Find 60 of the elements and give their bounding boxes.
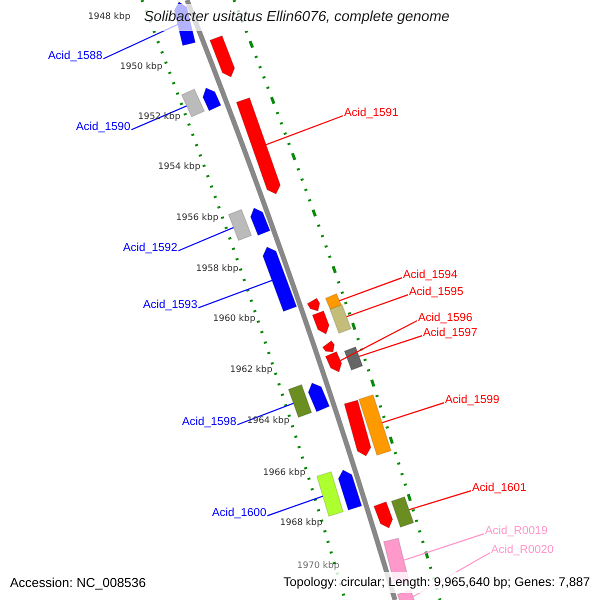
- gene-feature: [202, 87, 222, 112]
- gene-label: Acid_1592: [123, 243, 178, 254]
- gene-feature: [236, 97, 281, 195]
- gene-bar: [316, 471, 344, 517]
- leader-line: [339, 277, 402, 302]
- gene-feature: [209, 35, 236, 78]
- gene-bar: [390, 496, 414, 528]
- gene-label: Acid_1588: [48, 51, 102, 62]
- leader-line: [382, 402, 444, 424]
- gene-feature: [262, 246, 298, 312]
- gene-feature: [373, 501, 394, 529]
- scale-label: 1962 kbp: [230, 366, 272, 375]
- gene-label: Acid_R0019: [485, 526, 548, 538]
- gene-feature: [306, 298, 320, 312]
- scale-label: 1966 kbp: [263, 469, 306, 478]
- scale-label: 1960 kbp: [213, 315, 256, 324]
- gene-feature: [344, 399, 372, 457]
- gene-bar: [358, 394, 392, 456]
- gene-label: Acid_1601: [472, 483, 526, 494]
- leader-line: [404, 533, 484, 561]
- gene-label: Acid_R0020: [491, 545, 554, 556]
- scale-label: 1952 kbp: [138, 113, 180, 122]
- gene-feature: [312, 310, 330, 335]
- leader-line: [340, 320, 418, 362]
- scale-label: 1956 kbp: [176, 214, 218, 223]
- gene-label: Acid_1597: [423, 328, 478, 340]
- gene-label: Acid_1599: [445, 395, 500, 406]
- gene-label: Acid_1594: [403, 270, 458, 282]
- gene-bar: [228, 208, 252, 242]
- gene-label: Acid_1590: [76, 122, 130, 134]
- scale-label: 1954 kbp: [158, 163, 200, 172]
- gene-label: Acid_1595: [409, 287, 464, 298]
- scale-label: 1970 kbp: [297, 562, 340, 571]
- leader-line: [267, 496, 324, 516]
- leader-line: [266, 115, 344, 146]
- scale-label: 1948 kbp: [88, 13, 130, 22]
- leader-line: [178, 226, 234, 252]
- gene-bar: [329, 304, 352, 334]
- gene-label: Acid_1593: [143, 300, 198, 312]
- leader-line: [237, 402, 294, 426]
- leader-line: [346, 294, 408, 318]
- gene-feature: [338, 469, 362, 511]
- scale-label: 1964 kbp: [247, 417, 290, 426]
- gene-label: Acid_1600: [212, 508, 266, 520]
- gene-feature: [322, 340, 335, 353]
- gene-bar: [180, 88, 206, 118]
- scale-label: 1950 kbp: [120, 63, 162, 72]
- leader-line: [198, 280, 272, 308]
- gene-label: Acid_1591: [344, 108, 398, 120]
- gene-bar: [288, 384, 312, 418]
- leader-line: [358, 335, 422, 357]
- leader-line: [131, 105, 187, 130]
- gene-label: Acid_1598: [182, 417, 236, 428]
- leader-line: [408, 490, 472, 510]
- gene-feature: [250, 207, 271, 236]
- gene-feature: [308, 382, 330, 412]
- scale-label: 1958 kbp: [196, 265, 238, 274]
- scale-label: 1968 kbp: [280, 519, 322, 528]
- gene-bar: [344, 346, 364, 371]
- gene-label: Acid_1596: [418, 313, 472, 324]
